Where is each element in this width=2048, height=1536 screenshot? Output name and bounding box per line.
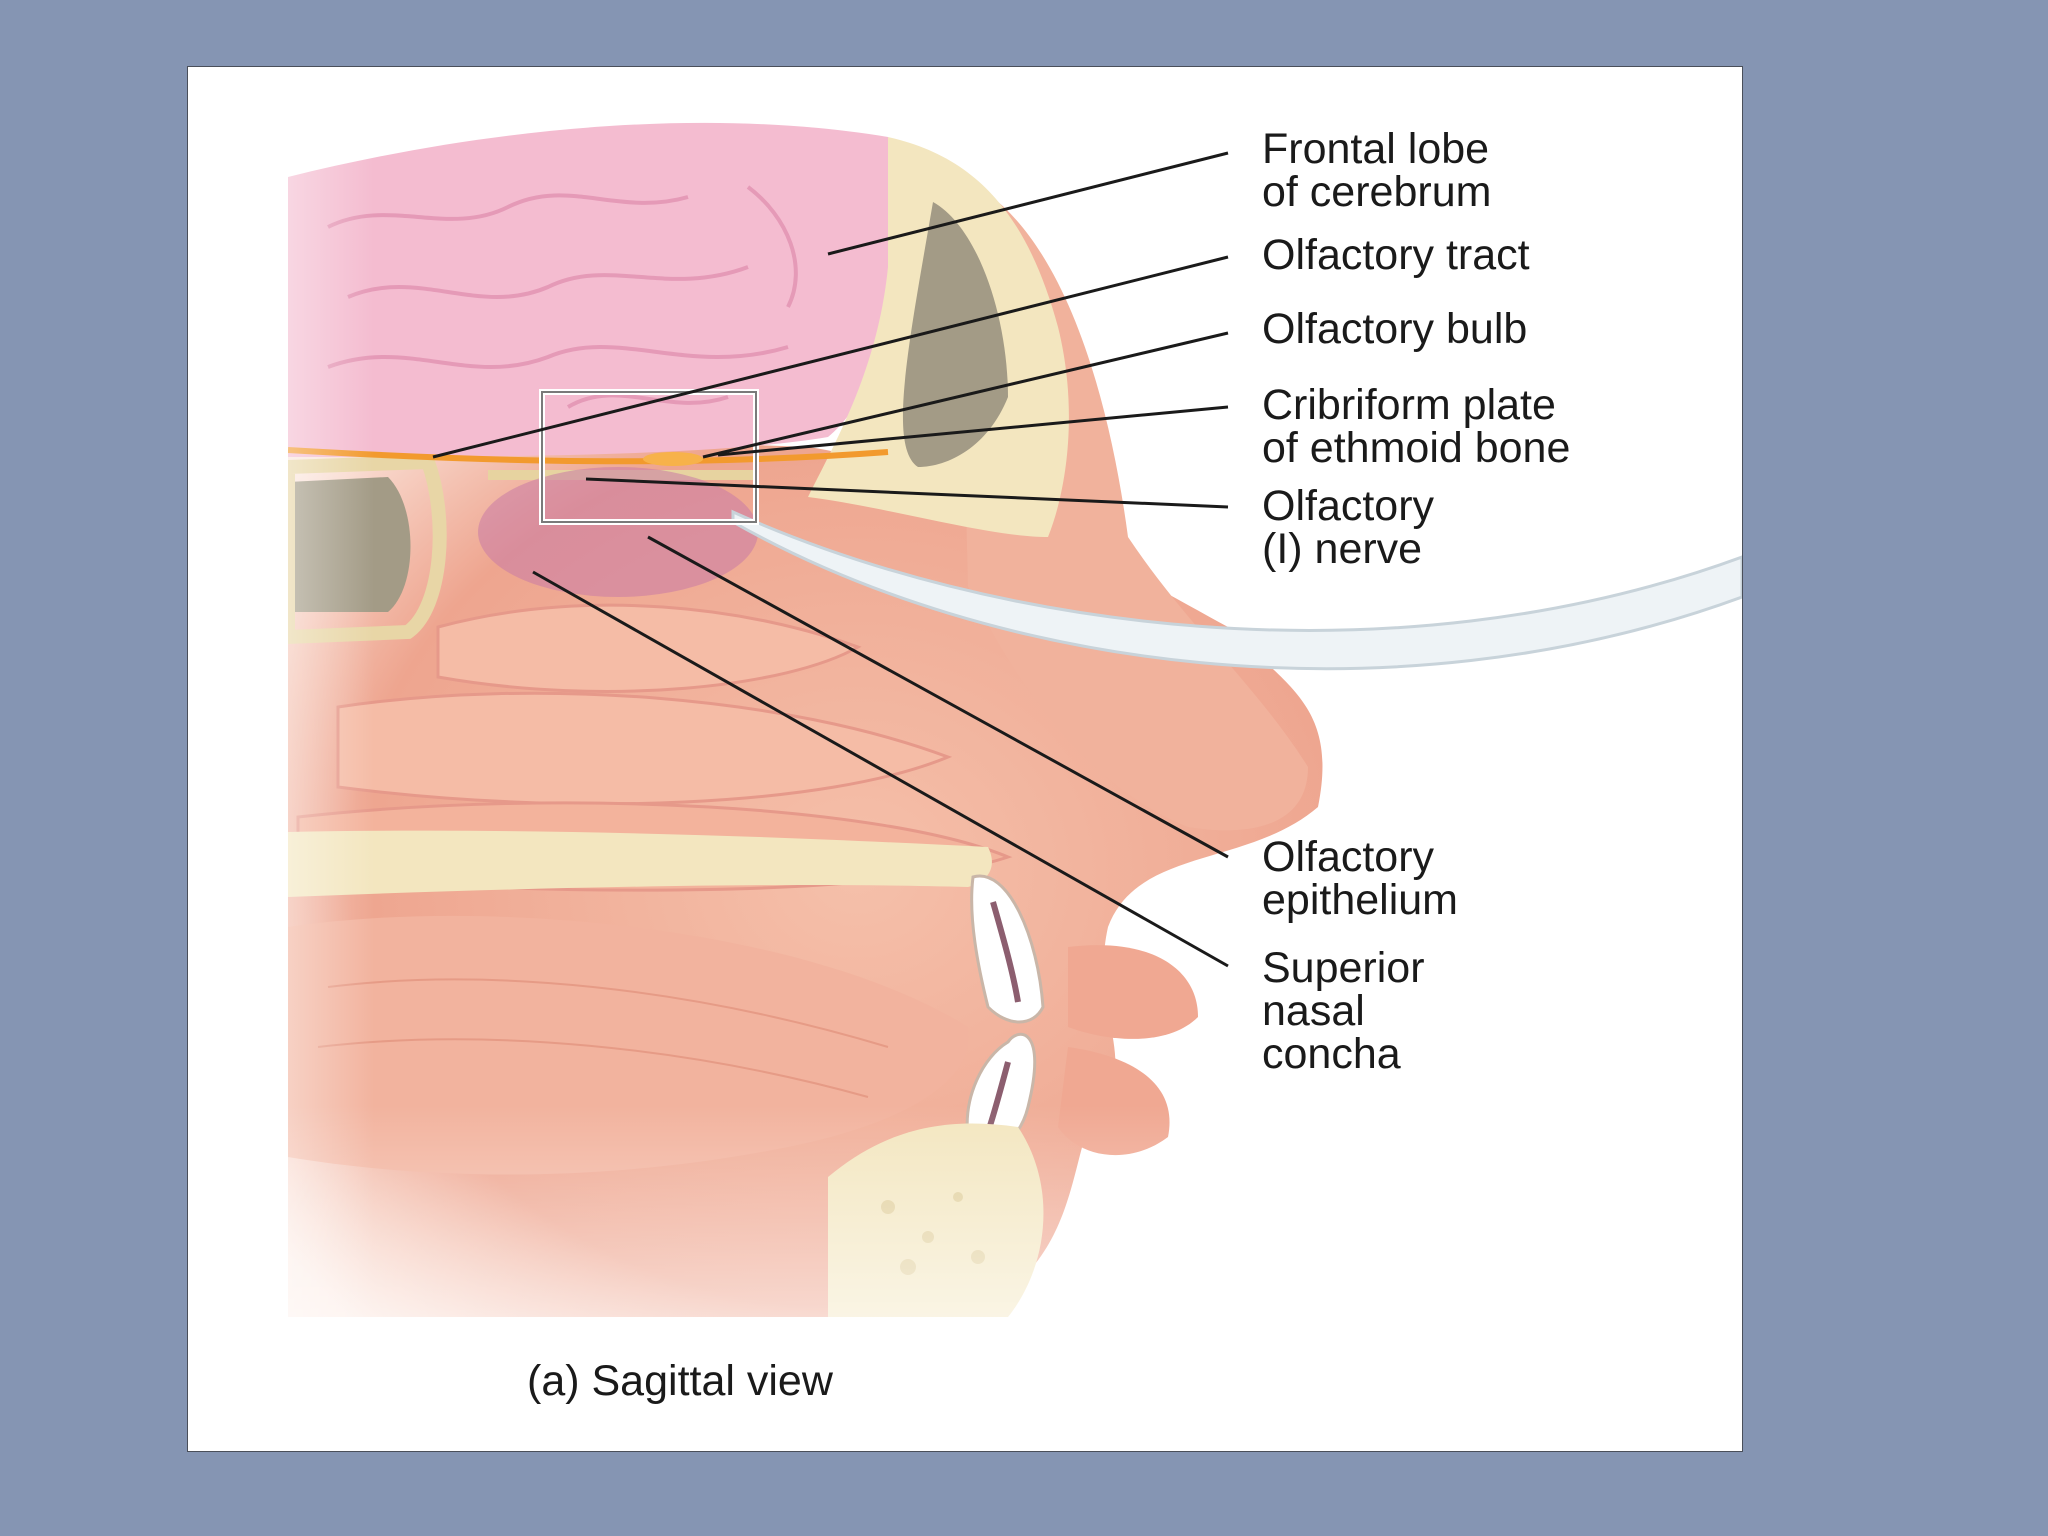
left-margin xyxy=(188,67,288,1451)
figure-caption: (a) Sagittal view xyxy=(527,1360,833,1403)
label-frontal-lobe: Frontal lobe of cerebrum xyxy=(1262,128,1491,214)
label-olfactory-nerve: Olfactory (I) nerve xyxy=(1262,485,1434,571)
label-olfactory-bulb: Olfactory bulb xyxy=(1262,308,1527,351)
label-superior-nasal-concha: Superior nasal concha xyxy=(1262,947,1425,1076)
label-cribriform-plate: Cribriform plate of ethmoid bone xyxy=(1262,384,1570,470)
label-olfactory-tract: Olfactory tract xyxy=(1262,234,1530,277)
label-olfactory-epithelium: Olfactory epithelium xyxy=(1262,836,1458,922)
figure-panel: Frontal lobe of cerebrum Olfactory tract… xyxy=(187,66,1743,1452)
bottom-margin xyxy=(188,1327,1742,1451)
